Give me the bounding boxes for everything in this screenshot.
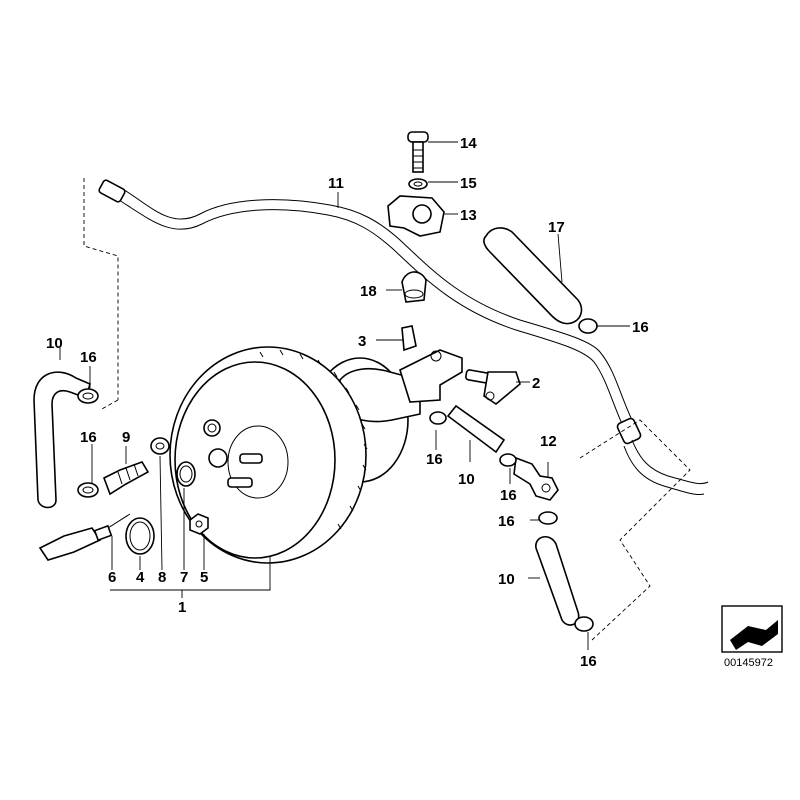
callout-16-middle: 16 — [426, 451, 443, 468]
hose-clip-upper-left — [77, 388, 99, 404]
callout-14: 14 — [460, 135, 477, 152]
callout-12: 12 — [540, 433, 557, 450]
callout-16-upper-left: 16 — [80, 349, 97, 366]
grommet — [401, 271, 427, 303]
nut — [189, 513, 209, 535]
fork-pin — [465, 369, 521, 405]
line-clip — [387, 195, 445, 237]
callout-8: 8 — [158, 569, 166, 586]
callout-3: 3 — [358, 333, 366, 350]
pressure-sensor — [38, 513, 131, 561]
document-number: 00145972 — [724, 657, 773, 669]
callout-13: 13 — [460, 207, 477, 224]
o-ring-large — [125, 517, 155, 555]
connector-12 — [513, 456, 559, 501]
callout-16-bottom: 16 — [580, 653, 597, 670]
booster-rim-teeth — [259, 349, 368, 530]
brake-booster — [169, 346, 421, 564]
hose-17 — [483, 227, 583, 325]
grommet-seal — [150, 437, 170, 455]
callout-17: 17 — [548, 219, 565, 236]
callout-1: 1 — [178, 599, 186, 616]
callout-10-lower: 10 — [498, 571, 515, 588]
vacuum-line — [98, 179, 709, 495]
callout-2: 2 — [532, 375, 540, 392]
o-ring-small — [176, 461, 196, 487]
check-valve — [102, 461, 150, 496]
callout-16-right: 16 — [632, 319, 649, 336]
callout-4: 4 — [136, 569, 145, 586]
callout-18: 18 — [360, 283, 377, 300]
arrow-icon — [730, 620, 778, 650]
callout-10-left: 10 — [46, 335, 63, 352]
reference-lines — [83, 178, 691, 641]
callout-16-lower-clip: 16 — [498, 513, 515, 530]
leader-lines — [59, 141, 630, 650]
callout-9: 9 — [122, 429, 130, 446]
hose-left-10 — [33, 371, 91, 509]
push-rod-fork — [399, 325, 463, 403]
callout-10-middle: 10 — [458, 471, 475, 488]
hose-clip-lower-left — [77, 482, 99, 498]
callout-15: 15 — [460, 175, 477, 192]
callout-16-connector: 16 — [500, 487, 517, 504]
bolt — [407, 131, 429, 173]
document-badge: 00145972 — [721, 605, 783, 669]
washer — [408, 178, 428, 190]
callout-7: 7 — [180, 569, 188, 586]
callout-11: 11 — [328, 175, 344, 192]
callout-5: 5 — [200, 569, 208, 586]
callout-6: 6 — [108, 569, 116, 586]
hose-lower-10 — [535, 536, 580, 626]
callout-16-lower-left: 16 — [80, 429, 97, 446]
callout-numbers: 1 2 3 4 5 6 7 8 9 10 10 10 11 12 13 14 1… — [46, 135, 649, 670]
hose-middle-10 — [446, 404, 506, 454]
